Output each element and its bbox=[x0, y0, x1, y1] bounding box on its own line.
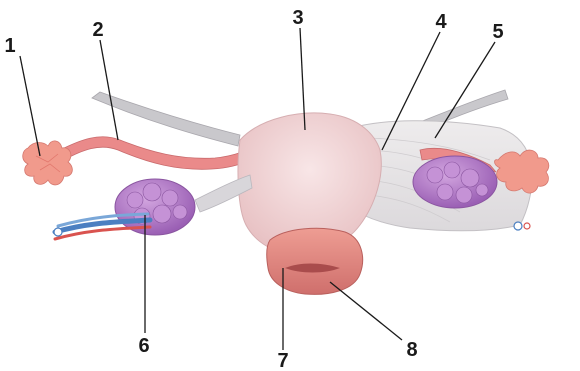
label-8: 8 bbox=[406, 339, 417, 361]
vessel-end-right bbox=[514, 222, 530, 230]
label-6: 6 bbox=[138, 335, 149, 357]
label-2: 2 bbox=[92, 19, 103, 41]
cervix-shape bbox=[267, 228, 363, 294]
label-5: 5 bbox=[492, 21, 503, 43]
label-3: 3 bbox=[292, 7, 303, 29]
left-fimbriae-shape bbox=[23, 141, 73, 185]
label-1: 1 bbox=[4, 35, 15, 57]
label-4: 4 bbox=[435, 11, 447, 33]
vessel-end-left bbox=[54, 228, 62, 236]
label-7: 7 bbox=[277, 350, 288, 371]
